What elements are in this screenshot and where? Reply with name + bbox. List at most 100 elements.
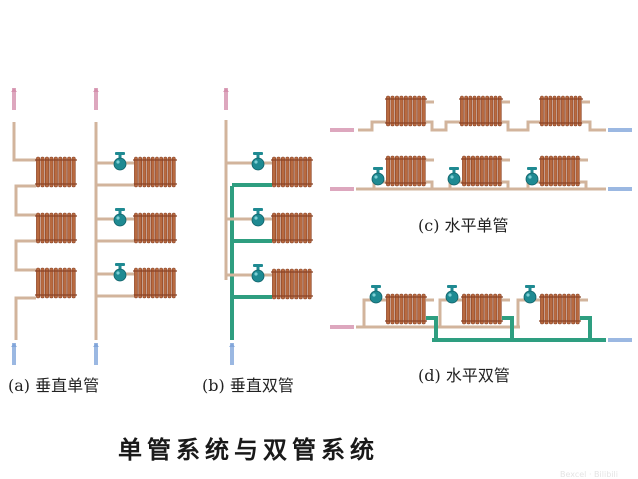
- radiator-fin: [479, 293, 484, 325]
- radiator-fin: [276, 212, 281, 244]
- radiator-fin: [155, 267, 159, 299]
- radiator-fin: [142, 212, 147, 244]
- radiator-fin: [497, 293, 502, 325]
- valve-handwheel: [253, 208, 263, 211]
- diagram-title: 单管系统与双管系统: [118, 435, 379, 464]
- radiator-c2-1: [385, 155, 427, 187]
- radiator-c2-3: [539, 155, 581, 187]
- radiator-d-2: [461, 293, 503, 325]
- radiator-fin: [566, 155, 571, 187]
- radiator-fin: [167, 156, 172, 188]
- valve-icon: [369, 290, 383, 304]
- radiator-fin: [390, 95, 395, 127]
- valve-stem: [450, 287, 454, 293]
- radiator-fin: [44, 212, 49, 244]
- radiator-fin: [44, 156, 49, 188]
- radiator-fin: [171, 156, 176, 188]
- valve-handwheel: [115, 152, 125, 155]
- valve-icon: [523, 290, 537, 304]
- valve-stem: [118, 210, 122, 216]
- radiator-fin: [488, 293, 493, 325]
- branch-return-pipe: [426, 316, 438, 340]
- radiator-fin: [484, 293, 489, 325]
- radiator-fin: [408, 155, 413, 187]
- radiator-fin: [569, 95, 574, 127]
- radiator-fin: [403, 95, 408, 127]
- return-arrow-icon: [12, 343, 16, 365]
- radiator-fin: [475, 293, 480, 325]
- radiator-fin: [289, 212, 294, 244]
- valve-stem: [530, 169, 534, 175]
- radiator-fin: [134, 156, 138, 188]
- radiator-fin: [36, 267, 41, 299]
- connector-pipe: [358, 120, 386, 132]
- valve-icon: [445, 290, 459, 304]
- valve-handwheel: [253, 152, 263, 155]
- arrow-head-icon: [11, 88, 17, 92]
- radiator-fin: [548, 95, 553, 127]
- valve-highlight: [450, 175, 454, 179]
- radiator-fin: [167, 212, 172, 244]
- radiator-fin: [163, 156, 168, 188]
- radiator-fin: [462, 293, 467, 325]
- radiator-fin: [134, 267, 138, 299]
- valve-stem: [376, 169, 380, 175]
- radiator-fin: [150, 156, 155, 188]
- radiator-fin: [390, 293, 395, 325]
- radiator-fin: [417, 95, 422, 127]
- radiator-fin: [67, 156, 72, 188]
- radiator-fin: [408, 95, 413, 127]
- caption-c: (c) 水平单管: [418, 216, 509, 235]
- return-arrow-icon: [608, 187, 632, 191]
- valve-highlight: [374, 175, 378, 179]
- radiator-fin: [276, 268, 281, 300]
- radiator-fin: [386, 155, 391, 187]
- connector-pipe: [14, 184, 36, 217]
- radiator-fin: [53, 156, 58, 188]
- radiator-fin: [399, 95, 404, 127]
- radiator-fin: [571, 155, 576, 187]
- radiator-c2-2: [461, 155, 503, 187]
- radiator-fin: [557, 293, 562, 325]
- valve-stem: [256, 210, 260, 216]
- radiator-d-3: [539, 293, 581, 325]
- radiator-fin: [62, 212, 67, 244]
- radiator-fin: [476, 95, 481, 127]
- valve-stem: [256, 266, 260, 272]
- radiator-fin: [62, 267, 67, 299]
- valve-handwheel: [525, 285, 535, 288]
- radiator-fin: [403, 293, 408, 325]
- valve-highlight: [116, 160, 120, 164]
- radiator-fin: [49, 267, 54, 299]
- arrow-head-icon: [11, 343, 17, 347]
- valve-handwheel: [253, 264, 263, 267]
- radiator-fin: [475, 155, 480, 187]
- riser-pipe: [12, 122, 36, 162]
- valve-handwheel: [527, 167, 537, 170]
- branch-return-pipe: [426, 180, 434, 189]
- radiator-fin: [552, 95, 557, 127]
- valve-icon: [251, 157, 265, 171]
- radiator-fin: [171, 267, 176, 299]
- return-arrow-icon: [230, 343, 234, 365]
- radiator-fin: [470, 293, 475, 325]
- radiator-fin: [548, 293, 553, 325]
- radiator-fin: [298, 156, 303, 188]
- supply-arrow-icon: [12, 88, 16, 110]
- radiator-fin: [394, 155, 399, 187]
- valve-icon: [447, 172, 461, 186]
- radiator-fin: [553, 155, 558, 187]
- radiator-fin: [497, 155, 502, 187]
- radiator-fin: [399, 155, 404, 187]
- radiator-fin: [399, 293, 404, 325]
- radiator-fin: [493, 95, 498, 127]
- radiator-fin: [167, 267, 172, 299]
- valve-highlight: [528, 175, 532, 179]
- radiator-fin: [276, 156, 281, 188]
- radiator-fin: [464, 95, 469, 127]
- radiator-fin: [280, 212, 285, 244]
- radiator-fin: [289, 156, 294, 188]
- radiator-fin: [294, 268, 299, 300]
- radiator-fin: [159, 212, 164, 244]
